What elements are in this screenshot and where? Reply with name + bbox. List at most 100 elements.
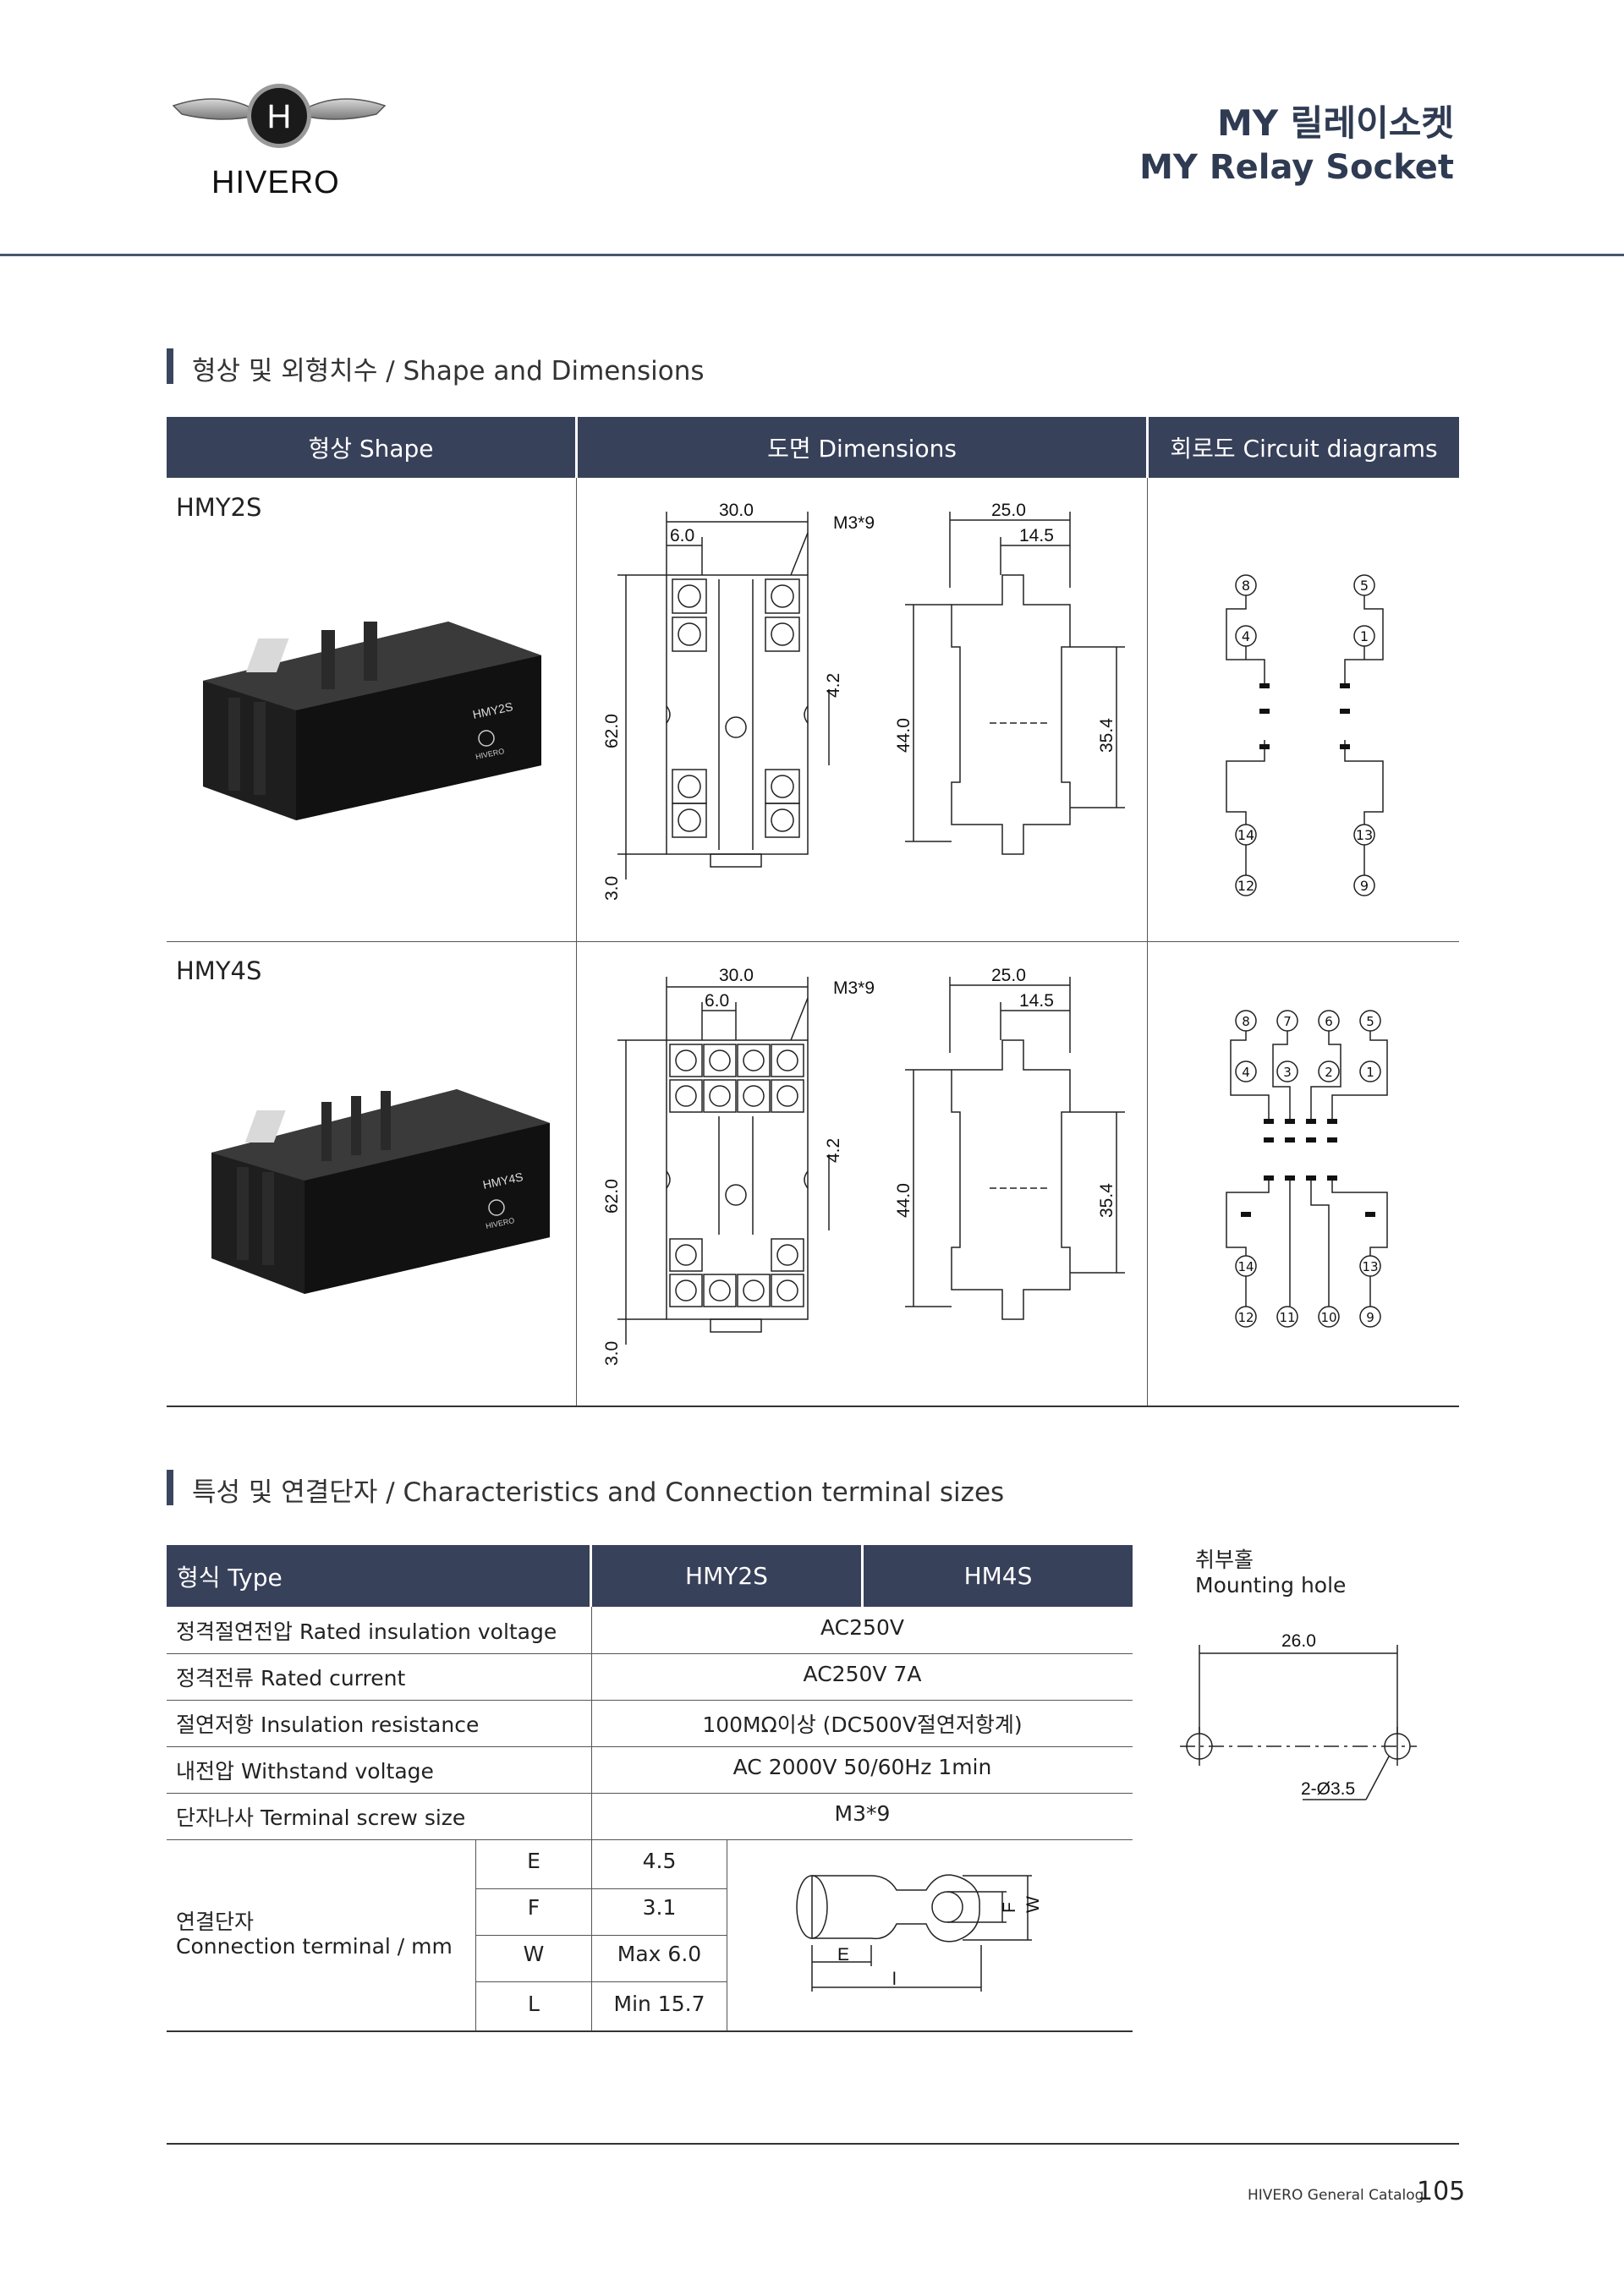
header-rule (0, 254, 1624, 256)
row-divider (167, 941, 1459, 942)
winged-logo-icon: H (172, 84, 387, 148)
dim-side-inner: 14.5 (1019, 991, 1054, 1011)
col-header-shape: 형상 Shape (167, 417, 575, 478)
table-bottom-rule (167, 1406, 1459, 1407)
circuit-diagram-hmy4s: 8 7 6 5 4 3 2 1 14 13 12 11 10 9 (1226, 1010, 1388, 1328)
spec-label: 절연저항 Insulation resistance (176, 1712, 480, 1737)
svg-text:9: 9 (1366, 1310, 1374, 1325)
page-number: 105 (1417, 2177, 1466, 2206)
col-header-type: 형식 Type (167, 1545, 590, 1607)
dim-base: 3.0 (602, 876, 622, 901)
dim-side-inner-height: 35.4 (1097, 718, 1116, 753)
dim-side-height: 44.0 (894, 718, 914, 753)
dim-pitch: 6.0 (705, 991, 729, 1011)
dim-base: 3.0 (602, 1341, 622, 1366)
svg-text:13: 13 (1362, 1259, 1378, 1274)
dim-screw: M3*9 (833, 513, 875, 533)
footer-rule (167, 2143, 1459, 2145)
svg-text:3: 3 (1283, 1065, 1292, 1080)
row-divider (167, 1839, 1133, 1840)
mounting-title-english: Mounting hole (1195, 1573, 1347, 1597)
svg-text:7: 7 (1283, 1014, 1292, 1029)
svg-text:4: 4 (1242, 1065, 1250, 1080)
row-divider (167, 1793, 1133, 1794)
svg-text:5: 5 (1360, 578, 1369, 594)
page-title-korean: MY 릴레이소켓 (1216, 102, 1454, 144)
conn-key: F (527, 1895, 540, 1920)
dim-gap: 4.2 (824, 673, 843, 698)
circuit-diagram-hmy2s: 8 5 4 1 14 13 12 9 (1226, 574, 1384, 896)
svg-text:6: 6 (1325, 1014, 1333, 1029)
brand-logo: H HIVERO (165, 80, 393, 207)
col-header-hmy2s: HMY2S (592, 1545, 861, 1607)
model-label-hmy2s: HMY2S (176, 493, 262, 522)
spec-value: AC250V 7A (803, 1662, 922, 1686)
conn-label-english: Connection terminal / mm (176, 1934, 453, 1959)
row-divider (475, 1935, 727, 1936)
spec-value: M3*9 (834, 1801, 891, 1826)
mounting-hole-spec: 2-Ø3.5 (1301, 1779, 1355, 1799)
mounting-hole-drawing: 26.0 2-Ø3.5 (1180, 1631, 1417, 1800)
spec-value: AC250V (820, 1615, 904, 1640)
spec-label: 정격전류 Rated current (176, 1666, 406, 1690)
dim-height: 62.0 (602, 714, 622, 748)
dim-width: 30.0 (719, 966, 754, 985)
spec-label: 단자나사 Terminal screw size (176, 1806, 466, 1830)
svg-text:12: 12 (1237, 878, 1254, 894)
col-header-type-label: 형식 Type (177, 1563, 283, 1592)
svg-text:12: 12 (1237, 1310, 1254, 1325)
col-divider (1147, 478, 1148, 1406)
spec-value: AC 2000V 50/60Hz 1min (732, 1755, 992, 1779)
section-title-shape: 형상 및 외형치수 / Shape and Dimensions (192, 356, 705, 386)
brand-name: HIVERO (211, 165, 340, 200)
section-marker (167, 1470, 173, 1505)
svg-text:H: H (267, 98, 292, 135)
conn-value: Max 6.0 (617, 1942, 702, 1966)
svg-text:8: 8 (1242, 1014, 1250, 1029)
product-image-hmy4s: HMY4S HIVERO (211, 1089, 550, 1294)
dim-side-width: 25.0 (991, 966, 1026, 985)
spec-value: 100MΩ이상 (DC500V절연저항계) (702, 1712, 1023, 1737)
svg-text:5: 5 (1366, 1014, 1374, 1029)
col-header-circuit: 회로도 Circuit diagrams (1149, 417, 1459, 478)
svg-text:4: 4 (1242, 628, 1250, 644)
spec-label: 내전압 Withstand voltage (176, 1759, 434, 1784)
svg-text:W: W (1023, 1896, 1043, 1913)
conn-label-korean: 연결단자 (176, 1910, 255, 1934)
dim-side-inner: 14.5 (1019, 526, 1054, 545)
conn-value: 4.5 (642, 1849, 677, 1873)
section-marker (167, 348, 173, 384)
section-title-characteristics: 특성 및 연결단자 / Characteristics and Connecti… (192, 1477, 1005, 1508)
table-bottom-rule (167, 2030, 1133, 2032)
mounting-title-korean: 취부홀 (1195, 1548, 1254, 1572)
row-divider (167, 1700, 1133, 1701)
svg-text:11: 11 (1279, 1310, 1295, 1325)
conn-value: Min 15.7 (613, 1992, 705, 2016)
dim-pitch: 6.0 (670, 526, 694, 545)
spec-label: 정격절연전압 Rated insulation voltage (176, 1619, 557, 1644)
dimension-drawing-hmy4s: 30.0 6.0 M3*9 62.0 4.2 3.0 25.0 14.5 44.… (602, 966, 1125, 1366)
footer-catalog: HIVERO General Catalog (1248, 2187, 1424, 2204)
row-divider (475, 1888, 727, 1889)
model-label-hmy4s: HMY4S (176, 956, 262, 985)
row-divider (167, 1746, 1133, 1747)
conn-key: L (528, 1992, 540, 2016)
svg-text:1: 1 (1366, 1065, 1374, 1080)
conn-key: W (523, 1942, 545, 1966)
page-title-english: MY Relay Socket (1139, 148, 1454, 187)
svg-text:10: 10 (1320, 1310, 1336, 1325)
dim-screw: M3*9 (833, 978, 875, 998)
dim-height: 62.0 (602, 1179, 622, 1214)
dim-side-height: 44.0 (894, 1183, 914, 1218)
col-divider (591, 1607, 592, 2031)
svg-text:2: 2 (1325, 1065, 1333, 1080)
svg-text:8: 8 (1242, 578, 1250, 594)
ring-terminal-drawing: E l F W (796, 1874, 1043, 1992)
col-divider (576, 478, 577, 1406)
dim-side-inner-height: 35.4 (1097, 1183, 1116, 1218)
svg-text:l: l (892, 1970, 897, 1989)
product-image-hmy2s: HMY2S HIVERO (203, 622, 541, 820)
mounting-distance: 26.0 (1281, 1631, 1316, 1651)
svg-text:13: 13 (1356, 827, 1373, 843)
svg-text:F: F (1000, 1902, 1019, 1913)
